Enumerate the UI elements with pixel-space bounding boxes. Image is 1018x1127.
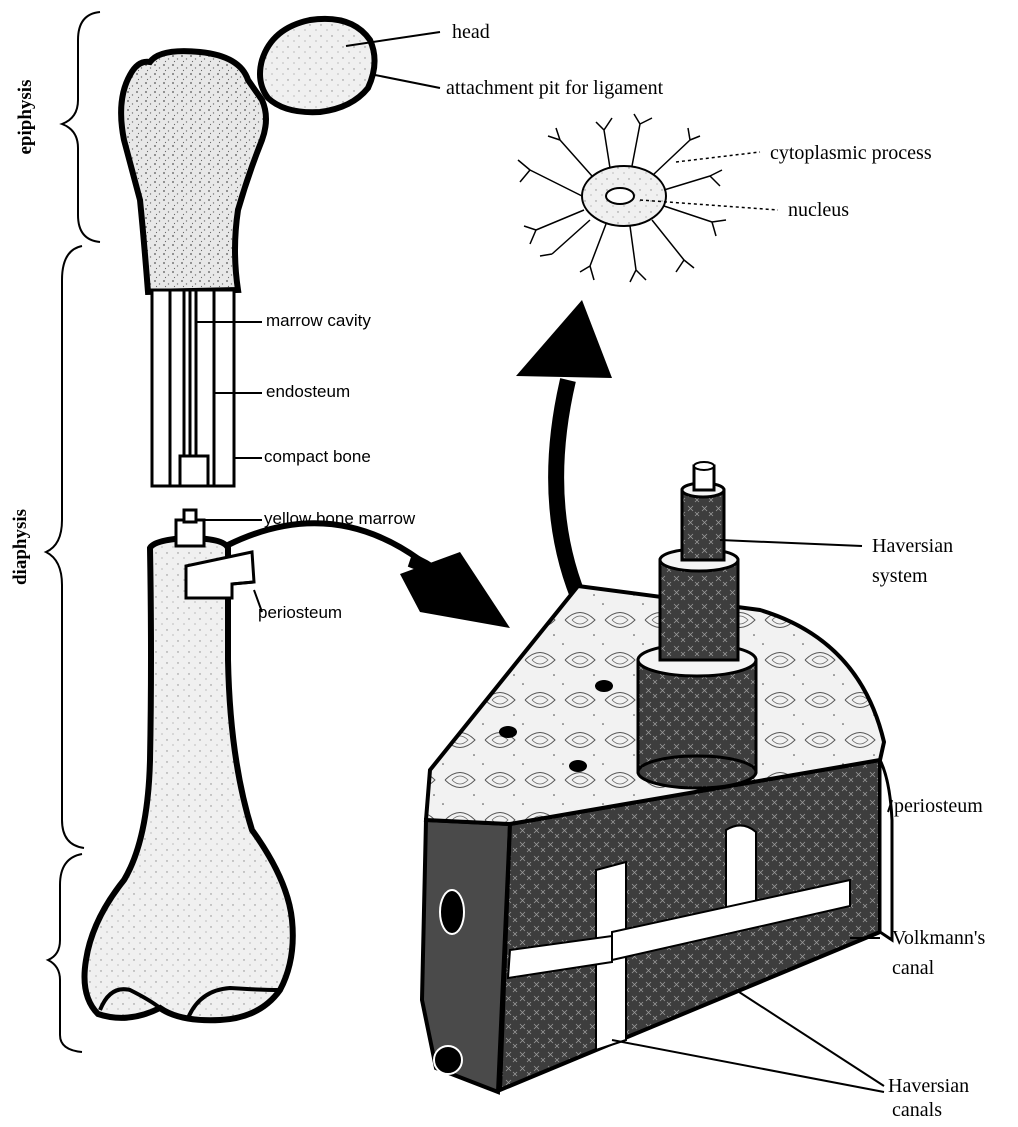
diaphysis-label: diaphysis <box>10 502 32 592</box>
haversian-system-label-2: system <box>872 566 928 586</box>
cytoplasmic-process-label: cytoplasmic process <box>770 143 932 163</box>
volkmanns-canal-label-1: Volkmann's <box>892 928 985 948</box>
haversian-system-label-1: Haversian <box>872 536 953 556</box>
periosteum-right-label: periosteum <box>894 796 983 816</box>
lower-brace <box>48 854 82 1052</box>
head-label: head <box>452 22 490 42</box>
nucleus-label: nucleus <box>788 200 849 220</box>
nucleus-shape <box>606 188 634 204</box>
periosteum-left-label: periosteum <box>258 604 342 621</box>
diaphysis-brace <box>46 246 84 848</box>
haversian-canals-label-1: Haversian <box>888 1076 969 1096</box>
arrow-to-osteocyte <box>516 300 612 596</box>
shaft-section <box>152 290 234 486</box>
yellow-bone-marrow-label: yellow bone marrow <box>264 510 415 527</box>
femur-upper <box>121 19 374 292</box>
osteocyte <box>518 114 726 282</box>
marrow-cavity-label: marrow cavity <box>266 312 371 329</box>
epiphysis-label: epiphysis <box>15 77 37 157</box>
volkmanns-canal-label-2: canal <box>892 958 934 978</box>
endosteum-label: endosteum <box>266 383 350 400</box>
yellow-bone-marrow-plug <box>176 510 204 546</box>
femoral-head <box>260 19 375 112</box>
epiphysis-brace <box>62 12 100 242</box>
compact-bone-label: compact bone <box>264 448 371 465</box>
attachment-pit-label: attachment pit for ligament <box>446 78 663 98</box>
haversian-canals-label-2: canals <box>892 1100 942 1120</box>
